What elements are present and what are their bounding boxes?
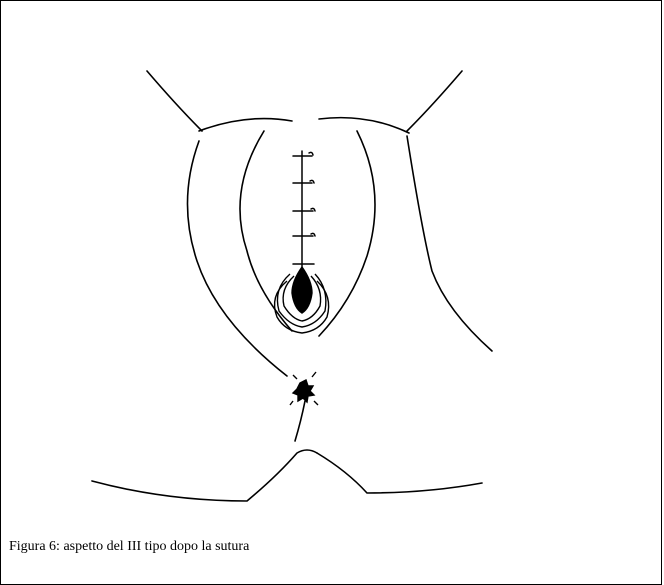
suture-illustration [87, 31, 607, 511]
anus [290, 372, 318, 405]
perineal-line [295, 401, 305, 441]
left-upper-thigh-line [147, 71, 202, 131]
introitus [275, 267, 329, 333]
right-groin-crease [319, 118, 409, 133]
left-labium-curve [240, 131, 292, 331]
suture-line [293, 151, 315, 271]
right-outer-thigh-curve [407, 136, 492, 351]
left-groin-crease [199, 119, 292, 131]
right-labium-curve [319, 131, 375, 336]
left-outer-thigh-curve [187, 141, 287, 376]
bottom-fold-right [317, 453, 482, 493]
bottom-fold-left [92, 450, 317, 501]
figure-caption: Figura 6: aspetto del III tipo dopo la s… [9, 539, 249, 555]
right-upper-thigh-line [407, 71, 462, 131]
